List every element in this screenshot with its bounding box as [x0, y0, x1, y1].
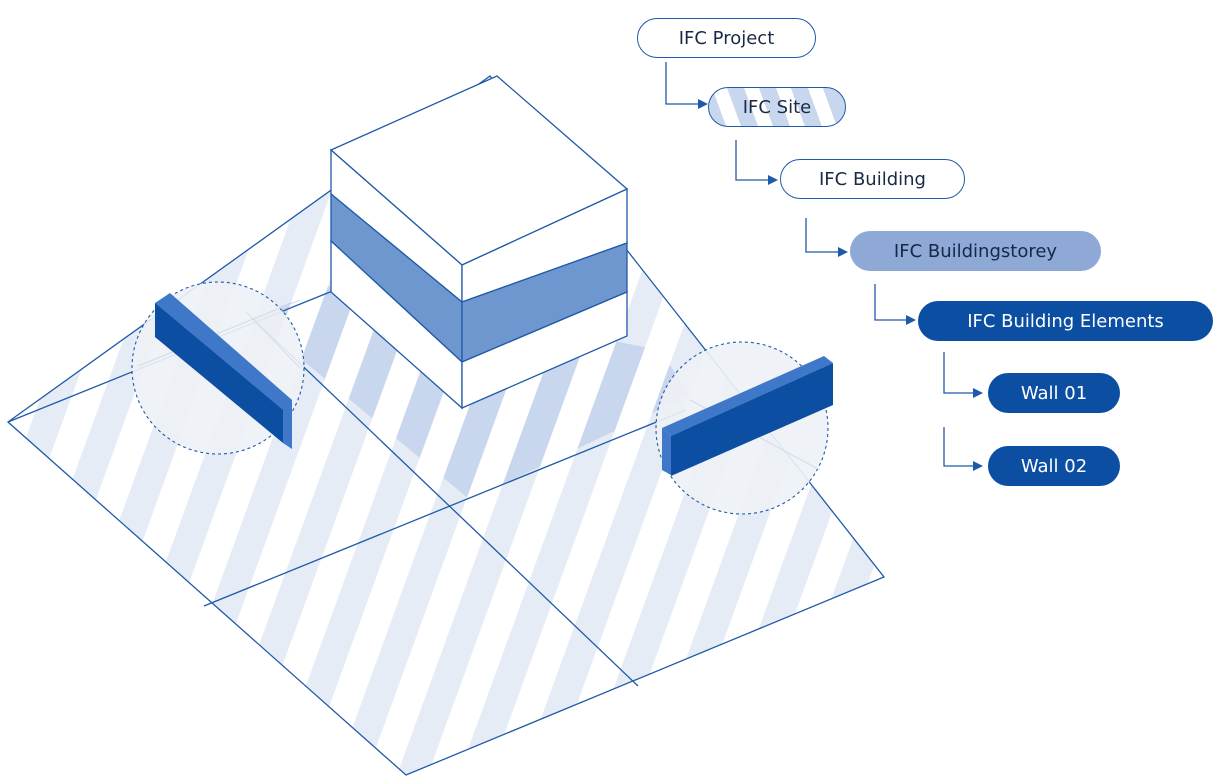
ifc-site-label: IFC Site [742, 96, 812, 118]
ifc-site-node: IFC Site [708, 87, 846, 127]
ifc-building-elements-label: IFC Building Elements [967, 310, 1164, 332]
hierarchy-connectors [665, 62, 975, 467]
wall-02-node: Wall 02 [988, 446, 1120, 486]
ifc-buildingstorey-label: IFC Buildingstorey [893, 240, 1058, 262]
building-block [329, 75, 629, 410]
wall-01-label: Wall 01 [1020, 382, 1088, 404]
ifc-building-node: IFC Building [780, 159, 965, 199]
ifc-building-label: IFC Building [819, 168, 926, 190]
wall-01-detail-lens [131, 281, 305, 455]
ifc-project-label: IFC Project [678, 27, 775, 49]
wall-01-node: Wall 01 [988, 373, 1120, 413]
ifc-building-elements-node: IFC Building Elements [918, 301, 1213, 341]
connector-arrowheads [698, 99, 983, 471]
wall-02-label: Wall 02 [1020, 455, 1088, 477]
ifc-buildingstorey-node: IFC Buildingstorey [850, 231, 1101, 271]
ifc-project-node: IFC Project [637, 18, 816, 58]
wall-02-detail-lens [655, 341, 833, 515]
